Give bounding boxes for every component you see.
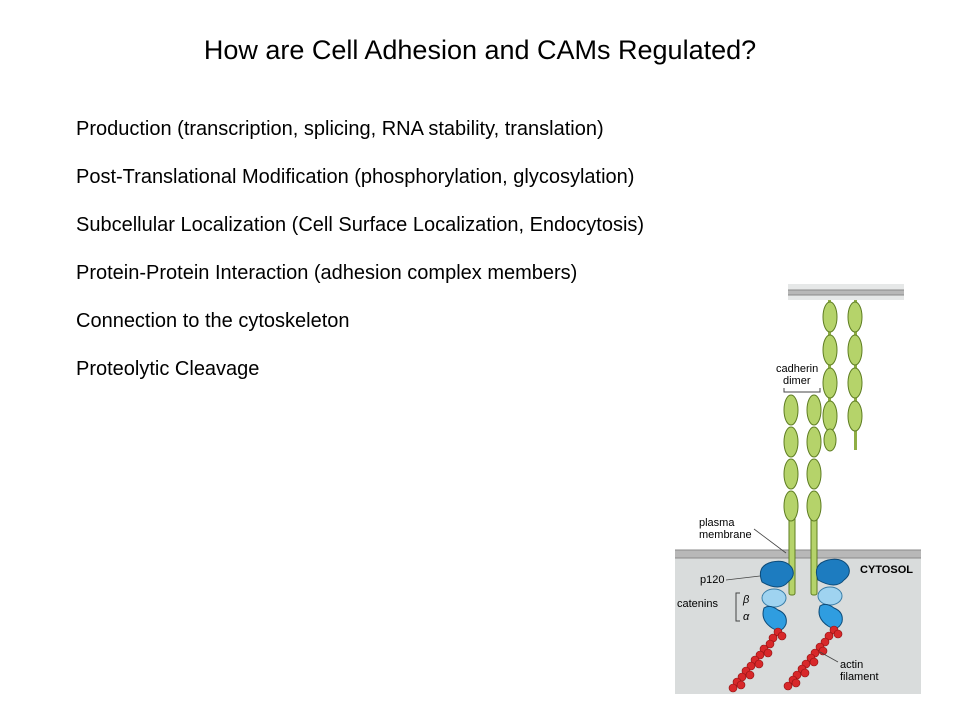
bullet-list: Production (transcription, splicing, RNA… xyxy=(76,117,644,405)
label-beta: β xyxy=(742,594,750,606)
label-dimer: dimer xyxy=(783,375,811,387)
lower-cadherin-dimer xyxy=(783,394,822,596)
label-alpha: α xyxy=(743,611,750,623)
dimer-bracket xyxy=(783,388,821,393)
label-filament: filament xyxy=(840,671,879,683)
label-catenins: catenins xyxy=(677,598,718,610)
actin-filament-left xyxy=(728,627,787,693)
label-actin: actin xyxy=(840,659,863,671)
actin-pointer xyxy=(819,651,839,663)
bullet-item: Production (transcription, splicing, RNA… xyxy=(76,118,604,140)
label-cytosol: CYTOSOL xyxy=(860,564,913,576)
bullet-item: Protein-Protein Interaction (adhesion co… xyxy=(76,262,578,284)
label-cadherin: cadherin xyxy=(776,363,818,375)
label-p120: p120 xyxy=(700,574,724,586)
plasma-membrane-pointer xyxy=(753,528,787,554)
bullet-item: Post-Translational Modification (phospho… xyxy=(76,166,635,188)
catenin-complex-right xyxy=(815,558,850,629)
slide-title: How are Cell Adhesion and CAMs Regulated… xyxy=(203,35,757,65)
actin-filament-right xyxy=(783,625,843,691)
bullet-item: Connection to the cytoskeleton xyxy=(76,310,350,332)
bullet-item: Proteolytic Cleavage xyxy=(76,358,260,380)
cadherin-diagram: cadherin dimer plasma membrane CYTOSOL p… xyxy=(675,284,921,694)
plasma-membrane xyxy=(675,550,921,558)
bullet-item: Subcellular Localization (Cell Surface L… xyxy=(76,214,645,236)
label-membrane: membrane xyxy=(699,529,752,541)
p120-pointer xyxy=(725,575,761,581)
catenins-bracket xyxy=(735,592,740,622)
label-plasma: plasma xyxy=(699,517,735,529)
catenin-complex-left xyxy=(759,560,794,631)
upper-cadherin-dimer xyxy=(822,300,863,452)
